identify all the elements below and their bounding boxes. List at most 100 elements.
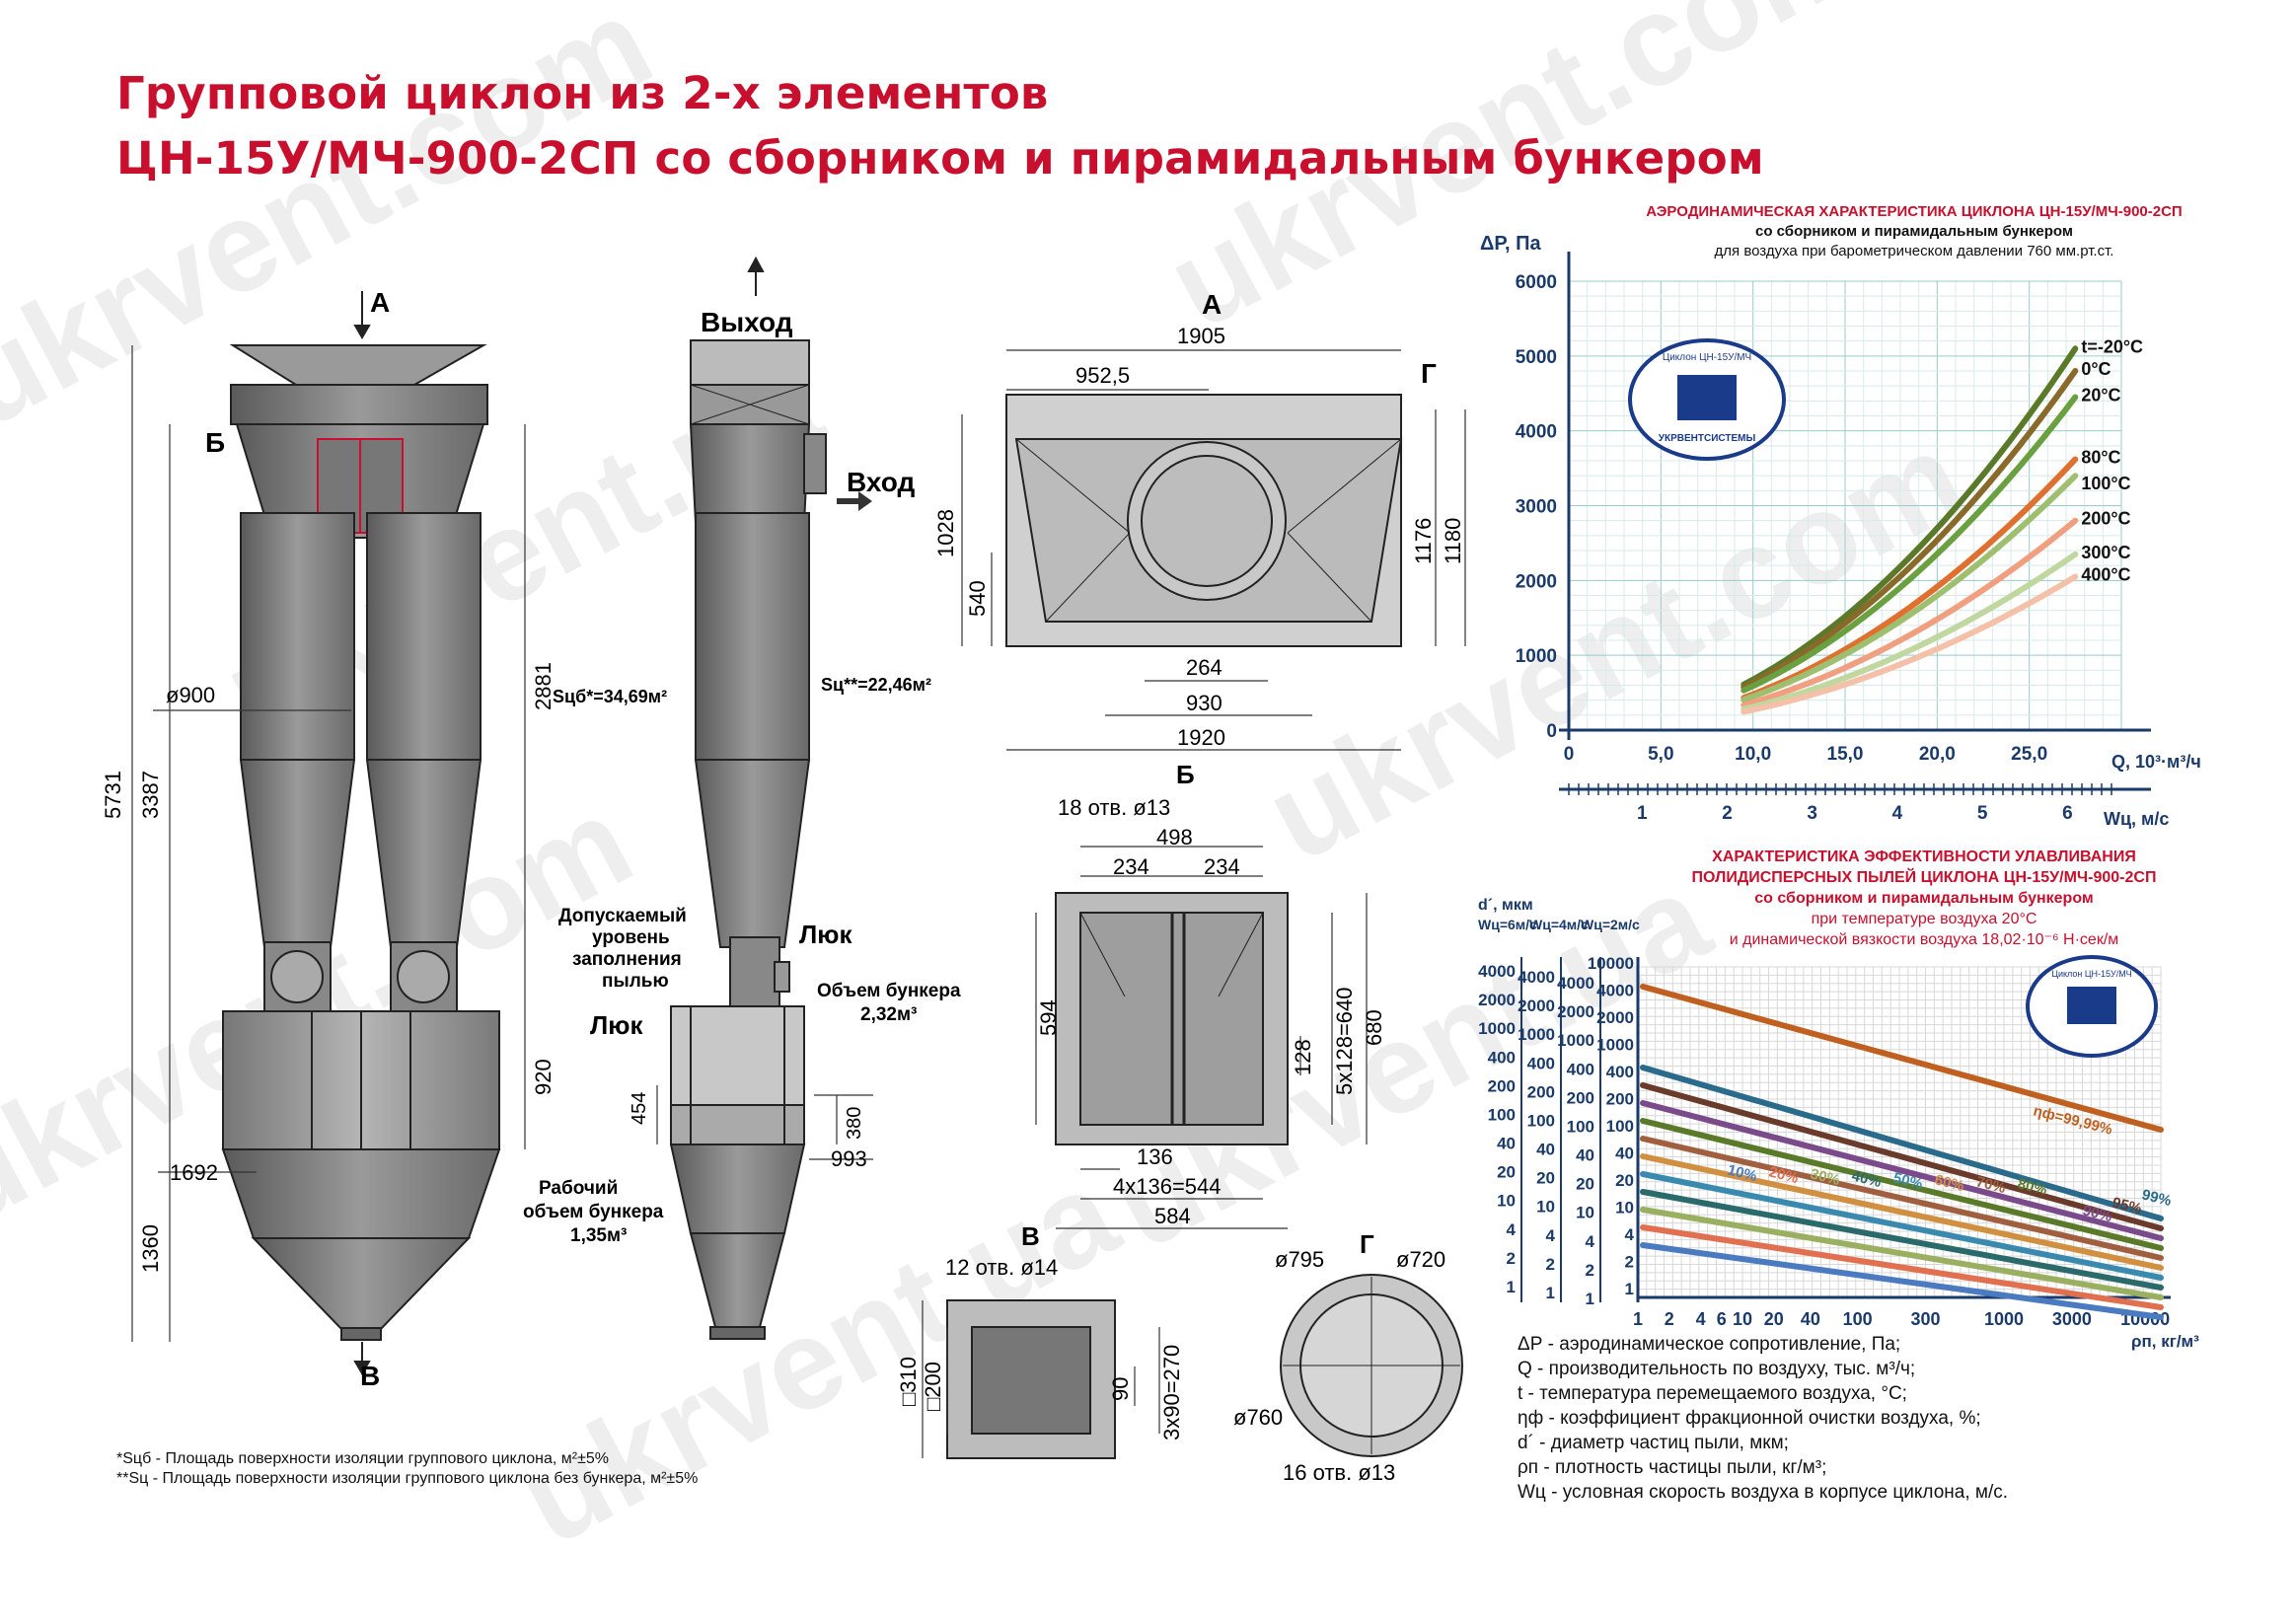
dim-136: 136: [1137, 1144, 1173, 1169]
dim-584: 584: [1154, 1204, 1191, 1228]
dim-5731: 5731: [101, 771, 125, 819]
side-outlet-label: Выход: [701, 307, 793, 337]
y-tick-label: 10: [1536, 1198, 1555, 1217]
series-label: 400°C: [2081, 565, 2130, 585]
series-line: [1640, 1207, 2164, 1300]
series-label: 10%: [1726, 1161, 1758, 1185]
side-view: [656, 256, 873, 1340]
y-tick-label: 1: [1625, 1280, 1634, 1298]
y-tick-label: 1000: [1516, 646, 1557, 667]
y-tick-label: 4: [1625, 1225, 1635, 1244]
view-v-holes: 12 отв. ø14: [945, 1255, 1058, 1280]
dim-234a: 234: [1113, 854, 1149, 879]
x-tick-label: 5,0: [1648, 744, 1673, 765]
view-b: [1035, 846, 1368, 1229]
x-tick-label: 2: [1665, 1309, 1674, 1329]
page-title-line1: Групповой циклон из 2-х элементов: [116, 67, 1049, 119]
allow-level-3: заполнения: [572, 949, 682, 970]
view-b-label: Б: [1176, 760, 1195, 789]
footnote-1: *Sцб - Площадь поверхности изоляции груп…: [116, 1450, 609, 1467]
work-volume-2: объем бункера: [523, 1202, 664, 1222]
logo-cyclone-icon: [1677, 375, 1737, 420]
x-tick-label: 20,0: [1919, 744, 1956, 765]
series-line: [1741, 473, 2079, 703]
x2-tick-label: 1: [1637, 803, 1648, 824]
series-line: [1640, 984, 2164, 1133]
x2-tick-label: 3: [1807, 803, 1817, 824]
x-tick-label: 6: [1717, 1309, 1727, 1329]
y-tick-label: 200: [1567, 1088, 1594, 1107]
series-line: [1640, 1153, 2164, 1271]
x-tick-label: 100: [1843, 1309, 1873, 1329]
y-axis-label: ΔР, Па: [1480, 233, 1541, 255]
view-v-label: В: [1021, 1221, 1040, 1251]
side-inlet-label: Вход: [847, 467, 915, 497]
legend-line-7: Wц - условная скорость воздуха в корпусе…: [1518, 1482, 2009, 1503]
y-tick-label: 2: [1546, 1255, 1555, 1274]
series-label: t=-20°C: [2081, 336, 2143, 356]
technical-drawing: А В Б 5731 3387 2881 920 1360 ø900 1692: [101, 256, 1466, 1485]
view-g-holes: 16 отв. ø13: [1283, 1460, 1395, 1485]
y-tick-label: 100: [1527, 1111, 1555, 1130]
series-line: [1640, 1118, 2164, 1251]
y-tick-label: 100: [1606, 1117, 1634, 1136]
y-tick-label: 1000: [1596, 1036, 1634, 1055]
x-tick-label: 1000: [1984, 1309, 2024, 1329]
dim-795: ø795: [1275, 1247, 1324, 1272]
dim-1360: 1360: [138, 1224, 163, 1273]
hatch-1-label: Люк: [799, 920, 852, 949]
chart1-title: АЭРОДИНАМИЧЕСКАЯ ХАРАКТЕРИСТИКА ЦИКЛОНА …: [1569, 202, 2259, 261]
legend-line-1: ΔР - аэродинамическое сопротивление, Па;: [1518, 1334, 1901, 1355]
y-tick-label: 2: [1507, 1249, 1516, 1268]
series-line: [1640, 1189, 2164, 1291]
y-tick-label: 2000: [1557, 1002, 1594, 1021]
y-tick-label: 1: [1586, 1290, 1594, 1308]
series-line: [1741, 368, 2079, 691]
dim-200: □200: [921, 1362, 945, 1411]
dim-993: 993: [831, 1146, 867, 1171]
dim-1920: 1920: [1177, 725, 1225, 750]
y-tick-label: 400: [1567, 1060, 1594, 1078]
dim-454: 454: [629, 1092, 650, 1125]
y-tick-label: 4000: [1516, 422, 1557, 443]
dim-234b: 234: [1204, 854, 1240, 879]
series-label: 60%: [1933, 1171, 1965, 1195]
y-tick-label: 40: [1576, 1146, 1594, 1165]
column-label: Wц=6м/с: [1478, 917, 1537, 932]
s-c-label: Sц**=22,46м²: [821, 675, 931, 695]
aerodynamic-chart: ΔР, ПаQ, 10³·м³/чWц, м/с0100020003000400…: [1480, 233, 2201, 829]
x-axis-label: ρп, кг/м³: [2131, 1332, 2199, 1351]
series-line: [1741, 394, 2079, 694]
logo-cyclone-icon: [2067, 987, 2116, 1024]
series-label: 0°C: [2081, 359, 2111, 379]
series-label: 99%: [2140, 1186, 2173, 1210]
footnote-2: **Sц - Площадь поверхности изоляции груп…: [116, 1470, 699, 1487]
column-label: Wц=2м/с: [1581, 917, 1640, 932]
series-label: 50%: [1891, 1169, 1924, 1193]
y-tick-label: 4000: [1478, 962, 1516, 981]
work-volume-1: Рабочий: [539, 1178, 618, 1199]
x-tick-label: 40: [1801, 1309, 1820, 1329]
y-tick-label: 1: [1546, 1284, 1555, 1302]
y-tick-label: 100: [1488, 1105, 1516, 1124]
chart2-title-3: со сборником и пирамидальным бункером: [1754, 890, 2094, 907]
y-tick-label: 10: [1576, 1204, 1594, 1222]
series-label: 30%: [1809, 1165, 1841, 1189]
legend: ΔР - аэродинамическое сопротивление, Па;…: [1518, 1332, 2008, 1505]
s-cb-label: Sцб*=34,69м²: [553, 687, 667, 706]
y-tick-label: 4000: [1518, 968, 1555, 987]
front-label-v: В: [360, 1361, 380, 1391]
view-b-holes: 18 отв. ø13: [1058, 795, 1170, 820]
dim-2881: 2881: [531, 662, 555, 710]
y-tick-label: 20: [1576, 1175, 1594, 1194]
y-tick-label: 4: [1586, 1232, 1595, 1251]
view-a: [961, 349, 1466, 751]
allow-level-2: уровень: [592, 927, 670, 948]
y-tick-label: 10: [1615, 1199, 1634, 1218]
y-tick-label: 20: [1497, 1163, 1516, 1182]
series-label: 80°C: [2081, 447, 2120, 467]
y-tick-label: 2: [1625, 1253, 1634, 1272]
logo-text: Циклон ЦН-15У/МЧ: [1663, 352, 1751, 363]
series-line: [1640, 1100, 2164, 1241]
series-label: 40%: [1850, 1167, 1883, 1191]
